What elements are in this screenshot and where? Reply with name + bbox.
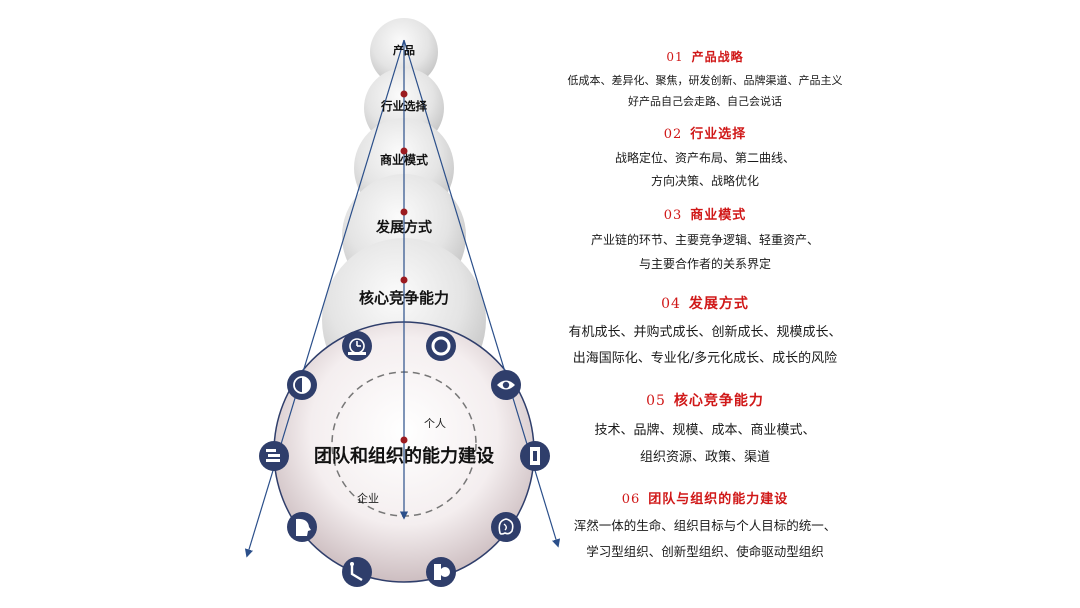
item-line: 低成本、差异化、聚焦，研发创新、品牌渠道、产品主义 <box>567 74 843 87</box>
level-label: 发展方式 <box>375 219 432 236</box>
item-number: 06 <box>621 492 641 507</box>
item-line: 战略定位、资产布局、第二曲线、 <box>614 151 795 165</box>
item-number: 03 <box>663 208 683 223</box>
item-line: 与主要合作者的关系界定 <box>638 257 771 271</box>
center-dot <box>400 208 408 216</box>
center-dots <box>400 90 408 444</box>
item-number: 02 <box>663 127 683 142</box>
eye-icon <box>491 370 521 400</box>
item-title: 06 团队与组织的能力建设 <box>540 488 870 507</box>
item-number: 01 <box>666 50 684 64</box>
item-line: 方向决策、战略优化 <box>650 174 759 188</box>
head-profile-icon <box>287 512 317 542</box>
level-label: 商业模式 <box>380 152 428 167</box>
life-ring-icon <box>426 331 456 361</box>
center-dot <box>400 90 408 98</box>
item-line: 技术、品牌、规模、成本、商业模式、 <box>594 423 816 438</box>
item-line: 组织资源、政策、渠道 <box>639 450 770 465</box>
item-heading: 团队与组织的能力建设 <box>648 492 789 507</box>
level-label: 产品 <box>393 43 415 57</box>
item-heading: 商业模式 <box>690 208 747 223</box>
item-line: 产业链的环节、主要竞争逻辑、轻重资产、 <box>590 233 819 247</box>
item-title: 02 行业选择 <box>540 123 870 142</box>
item-line: 学习型组织、创新型组织、使命驱动型组织 <box>586 544 824 559</box>
item-line: 有机成长、并购式成长、创新成长、规模成长、 <box>568 325 842 340</box>
item-line: 浑然一体的生命、组织目标与个人目标的统一、 <box>573 518 837 533</box>
equipment-icon <box>520 441 550 471</box>
clock-gear-icon <box>342 331 372 361</box>
chart-circle-icon <box>287 370 317 400</box>
item-heading: 行业选择 <box>690 127 747 142</box>
center-dot <box>400 436 408 444</box>
inner-label-enterprise: 企业 <box>357 491 379 505</box>
item-team-organization: 06 团队与组织的能力建设 浑然一体的生命、组织目标与个人目标的统一、 学习型组织… <box>540 488 870 560</box>
level-label: 团队和组织的能力建设 <box>314 445 494 467</box>
item-title: 04 发展方式 <box>540 293 870 313</box>
b-chart-icon <box>426 557 456 587</box>
item-heading: 产品战略 <box>691 50 744 64</box>
item-title: 01 产品战略 <box>540 48 870 65</box>
route-icon <box>342 557 372 587</box>
item-title: 03 商业模式 <box>540 204 870 223</box>
cascade-icon <box>259 441 289 471</box>
ring-icons <box>259 331 550 587</box>
item-core-competence: 05 核心竞争能力 技术、品牌、规模、成本、商业模式、 组织资源、政策、渠道 <box>540 390 870 465</box>
brain-icon <box>491 512 521 542</box>
item-line: 出海国际化、专业化/多元化成长、成长的风险 <box>572 351 838 366</box>
item-title: 05 核心竞争能力 <box>540 390 870 410</box>
item-number: 05 <box>646 393 666 409</box>
item-product-strategy: 01 产品战略 低成本、差异化、聚焦，研发创新、品牌渠道、产品主义 好产品自己会走… <box>540 48 870 109</box>
item-line: 好产品自己会走路、自己会说话 <box>628 95 782 108</box>
item-business-model: 03 商业模式 产业链的环节、主要竞争逻辑、轻重资产、 与主要合作者的关系界定 <box>540 204 870 272</box>
item-development-mode: 04 发展方式 有机成长、并购式成长、创新成长、规模成长、 出海国际化、专业化/多… <box>540 293 870 366</box>
level-label: 核心竞争能力 <box>359 289 449 307</box>
inner-label-individual: 个人 <box>424 417 446 430</box>
item-heading: 发展方式 <box>688 296 749 312</box>
center-dot <box>400 147 408 155</box>
center-dot <box>400 276 408 284</box>
item-industry-selection: 02 行业选择 战略定位、资产布局、第二曲线、 方向决策、战略优化 <box>540 123 870 189</box>
item-number: 04 <box>661 296 681 312</box>
item-heading: 核心竞争能力 <box>673 393 764 409</box>
level-label: 行业选择 <box>380 99 427 113</box>
